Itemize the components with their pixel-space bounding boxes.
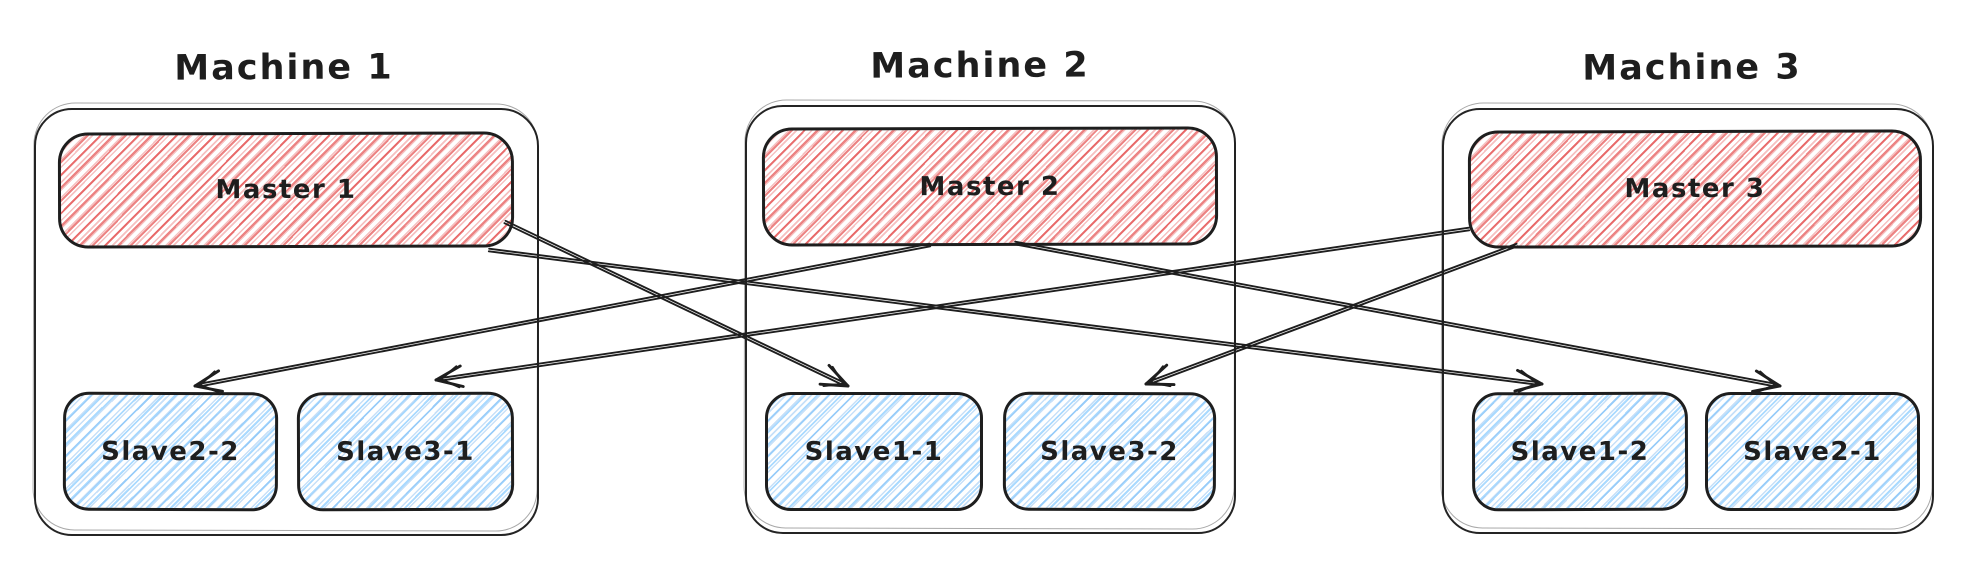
- node-slave-2-1-label: Slave2-1: [1743, 436, 1882, 467]
- node-master-3: Master 3: [1467, 129, 1923, 249]
- node-master-1: Master 1: [57, 131, 515, 249]
- node-slave-1-1: Slave1-1: [765, 392, 983, 511]
- node-slave-2-1: Slave2-1: [1705, 392, 1920, 511]
- node-master-3-label: Master 3: [1624, 173, 1766, 205]
- node-slave-3-2: Slave3-2: [1002, 391, 1217, 512]
- node-master-2: Master 2: [761, 126, 1219, 247]
- node-slave-1-1-label: Slave1-1: [804, 436, 944, 467]
- machine-2-title: Machine 2: [870, 45, 1090, 87]
- machine-1-title: Machine 1: [174, 47, 394, 89]
- node-slave-1-2: Slave1-2: [1471, 391, 1689, 512]
- machine-3-title: Machine 3: [1582, 47, 1802, 89]
- node-slave-3-1-label: Slave3-1: [336, 436, 475, 467]
- node-slave-3-2-label: Slave3-2: [1040, 436, 1179, 467]
- node-slave-1-2-label: Slave1-2: [1510, 436, 1650, 467]
- node-master-1-label: Master 1: [215, 174, 357, 206]
- node-slave-2-2-label: Slave2-2: [101, 436, 240, 467]
- node-master-2-label: Master 2: [919, 171, 1061, 202]
- node-slave-3-1: Slave3-1: [296, 391, 515, 512]
- node-slave-2-2: Slave2-2: [62, 391, 279, 512]
